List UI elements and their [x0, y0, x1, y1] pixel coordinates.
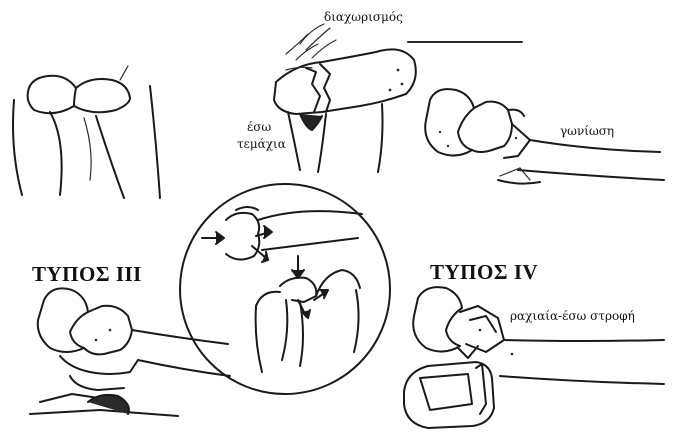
- label-outer-fragment-2: τεμάχια: [237, 137, 286, 151]
- drawing-normal-wrist: [13, 66, 160, 198]
- drawing-mechanism-circle: [180, 184, 390, 394]
- label-angulation: γωνίωση: [560, 124, 614, 138]
- drawing-angulation: [425, 89, 664, 183]
- label-rotation: ραχιαία-έσω στροφή: [510, 309, 635, 323]
- drawing-separation: [274, 24, 522, 172]
- label-type3: ΤΥΠΟΣ ΙΙΙ: [32, 262, 142, 287]
- label-separation: διαχωρισμός: [324, 10, 403, 24]
- label-outer-fragment-1: έσω: [247, 120, 271, 134]
- label-type4: ΤΥΠΟΣ IV: [430, 260, 538, 285]
